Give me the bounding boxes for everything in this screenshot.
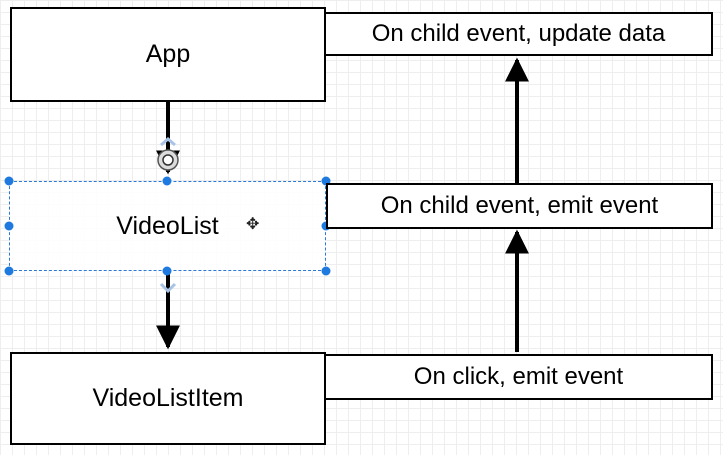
resize-handle-w[interactable]: [4, 221, 14, 231]
resize-handle-nw[interactable]: [4, 176, 14, 186]
note-click-emit-label: On click, emit event: [413, 363, 624, 390]
resize-handle-n[interactable]: [162, 176, 172, 186]
resize-handle-s[interactable]: [162, 266, 172, 276]
note-click-emit[interactable]: On click, emit event: [324, 354, 713, 400]
connection-point-icon[interactable]: [157, 137, 179, 171]
connection-hint-icon: [159, 282, 177, 294]
note-emit-event-list[interactable]: On child event, emit event: [326, 183, 713, 229]
note-update-data[interactable]: On child event, update data: [324, 12, 713, 56]
node-videolist-label: VideoList: [116, 211, 219, 240]
move-cursor-icon: ✥: [246, 216, 260, 233]
node-videolistitem-label: VideoListItem: [92, 384, 244, 412]
node-videolist[interactable]: VideoList ✥: [9, 181, 326, 271]
node-app-label: App: [145, 40, 191, 68]
node-app[interactable]: App: [10, 7, 326, 102]
note-update-data-label: On child event, update data: [371, 20, 666, 47]
resize-handle-ne[interactable]: [321, 176, 331, 186]
resize-handle-se[interactable]: [321, 266, 331, 276]
note-emit-event-list-label: On child event, emit event: [380, 192, 659, 219]
node-videolistitem[interactable]: VideoListItem: [10, 352, 326, 445]
resize-handle-sw[interactable]: [4, 266, 14, 276]
